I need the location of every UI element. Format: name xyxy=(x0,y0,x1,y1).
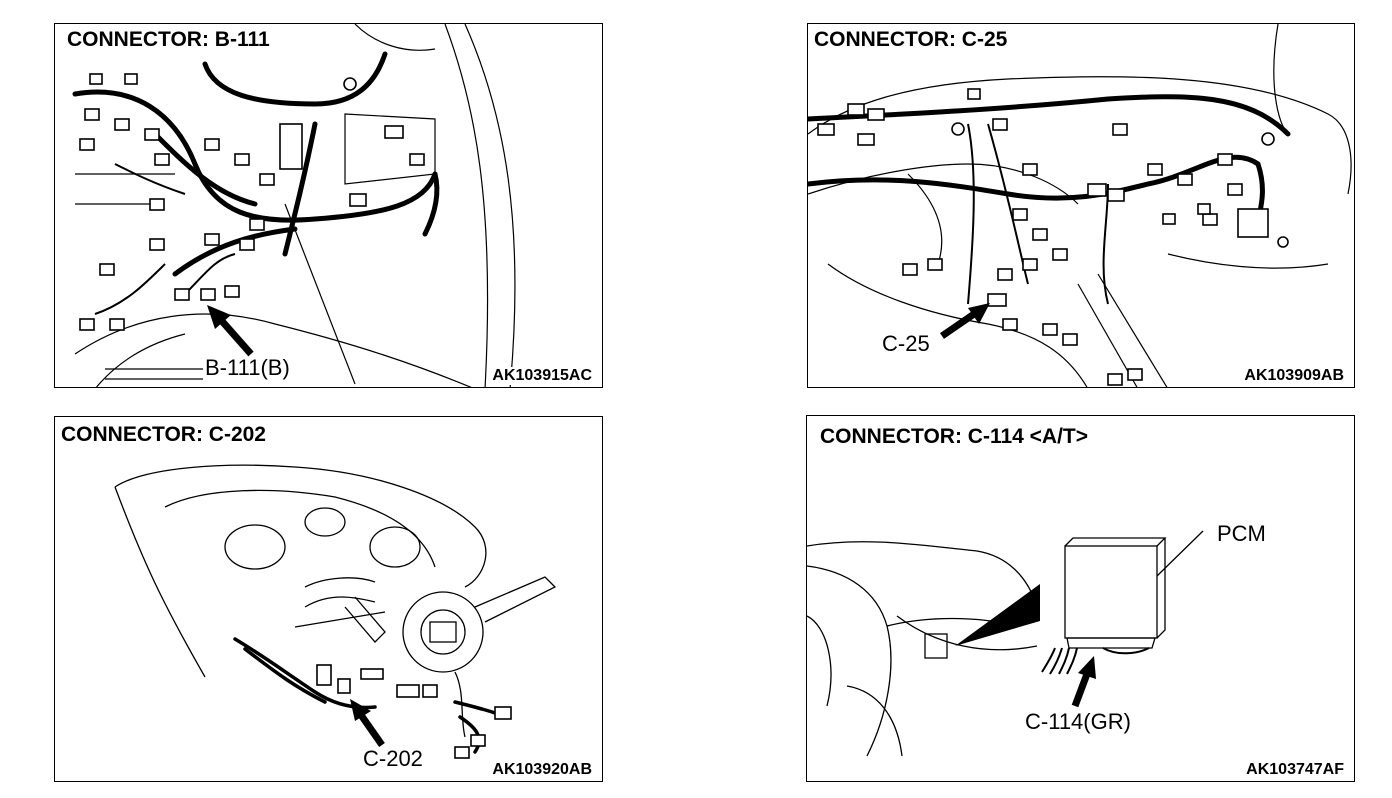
connector-callout: C-114(GR) xyxy=(1023,709,1133,734)
figure-code: AK103920AB xyxy=(490,761,594,779)
b111-harness-drawing xyxy=(72,24,516,387)
panel-title: CONNECTOR: C-202 xyxy=(59,423,270,447)
figure-code: AK103915AC xyxy=(490,367,594,385)
c114-pcm-drawing xyxy=(807,530,1204,757)
panel-c114: CONNECTOR: C-114 <A/T> PCM C-114(GR) AK1… xyxy=(806,415,1355,782)
pcm-label: PCM xyxy=(1215,521,1268,546)
arrow-icon xyxy=(1071,656,1096,708)
panel-c202: CONNECTOR: C-202 C-202 AK103920AB xyxy=(54,416,603,782)
figure-code: AK103909AB xyxy=(1242,367,1346,385)
c25-harness-drawing xyxy=(808,24,1352,387)
connector-callout: B-111(B) xyxy=(203,355,292,380)
panel-title: CONNECTOR: C-25 xyxy=(812,28,1012,52)
panel-b111: CONNECTOR: B-111 B-111(B) AK103915AC xyxy=(54,23,603,388)
connector-callout: C-25 xyxy=(880,331,932,356)
arrow-icon xyxy=(940,303,990,339)
arrow-icon xyxy=(207,305,254,357)
figure-code: AK103747AF xyxy=(1244,761,1346,779)
connector-callout: C-202 xyxy=(361,746,425,771)
panel-c25: CONNECTOR: C-25 C-25 AK103909AB xyxy=(807,23,1355,388)
arrow-icon xyxy=(350,699,385,748)
panel-title: CONNECTOR: B-111 xyxy=(65,28,274,52)
panel-title: CONNECTOR: C-114 <A/T> xyxy=(818,425,1093,449)
